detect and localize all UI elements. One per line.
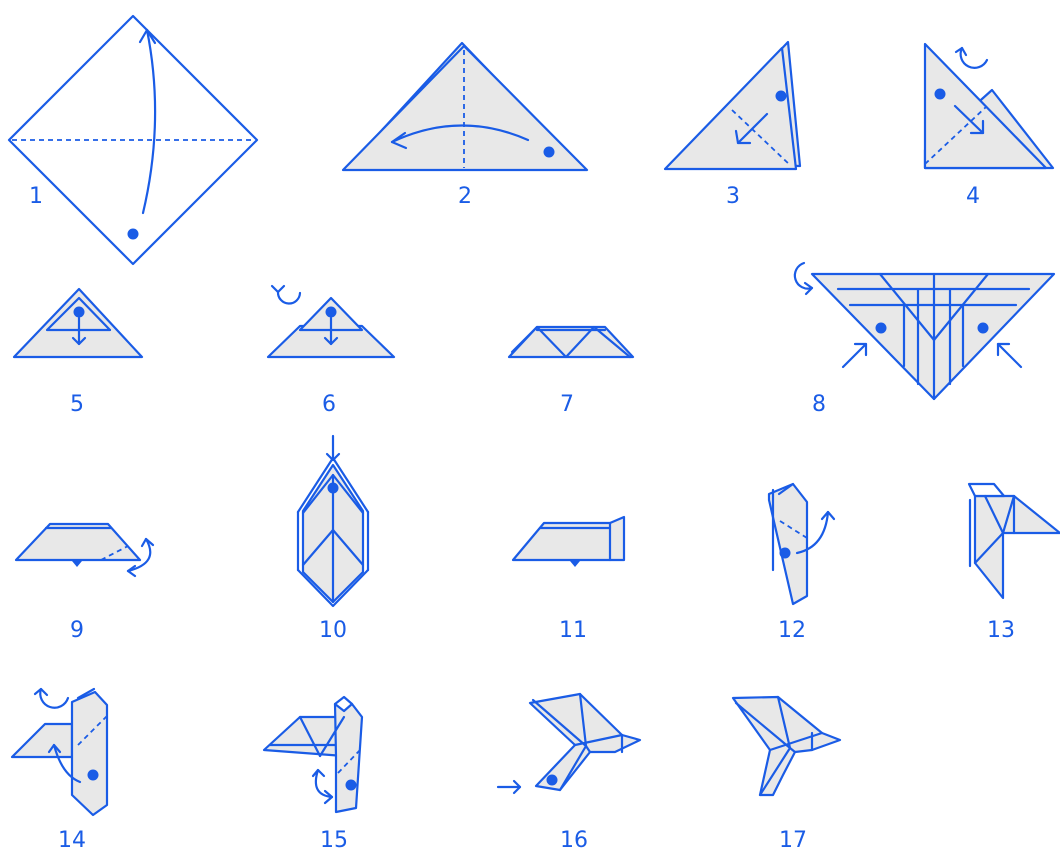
step-16-diagram bbox=[498, 694, 640, 793]
step-1-number: 1 bbox=[29, 184, 43, 209]
step-14-diagram bbox=[12, 689, 107, 815]
step-11-diagram bbox=[513, 517, 624, 567]
step-17-diagram bbox=[733, 697, 840, 795]
step-15-number: 15 bbox=[320, 828, 348, 853]
step-4-diagram bbox=[925, 44, 1053, 168]
step-5-diagram bbox=[14, 289, 142, 357]
step-2-number: 2 bbox=[458, 184, 472, 209]
step-8-number: 8 bbox=[812, 392, 826, 417]
step-8-diagram bbox=[795, 263, 1054, 399]
step-11-number: 11 bbox=[559, 618, 587, 643]
step-3-number: 3 bbox=[726, 184, 740, 209]
step-1-diagram bbox=[9, 16, 257, 264]
step-12-diagram bbox=[769, 484, 834, 604]
step-14-number: 14 bbox=[58, 828, 86, 853]
step-13-number: 13 bbox=[987, 618, 1015, 643]
step-12-number: 12 bbox=[778, 618, 806, 643]
step-7-number: 7 bbox=[560, 392, 574, 417]
step-5-number: 5 bbox=[70, 392, 84, 417]
step-6-diagram bbox=[268, 286, 394, 357]
step-17-number: 17 bbox=[779, 828, 807, 853]
step-6-number: 6 bbox=[322, 392, 336, 417]
step-7-diagram bbox=[509, 327, 633, 357]
step-9-number: 9 bbox=[70, 618, 84, 643]
step-4-number: 4 bbox=[966, 184, 980, 209]
step-13-diagram bbox=[969, 484, 1060, 598]
step-9-diagram bbox=[16, 524, 153, 576]
step-15-diagram bbox=[264, 697, 362, 812]
step-10-diagram bbox=[298, 436, 368, 606]
step-2-diagram bbox=[343, 43, 587, 170]
step-3-diagram bbox=[665, 42, 800, 169]
step-10-number: 10 bbox=[319, 618, 347, 643]
step-16-number: 16 bbox=[560, 828, 588, 853]
